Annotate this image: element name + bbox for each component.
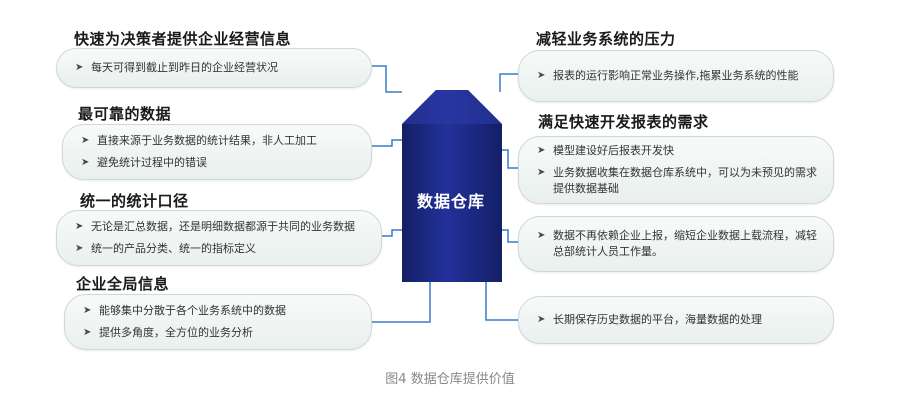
list-item: ➤ 无论是汇总数据，还是明细数据都源于共同的业务数据 (75, 220, 355, 233)
connector-right-1 (499, 73, 518, 92)
list-item: ➤ 每天可得到截止到昨日的企业经营状况 (75, 61, 278, 74)
chevron-right-icon: ➤ (75, 243, 84, 254)
connector-left-3 (372, 229, 402, 237)
connector-left-4 (372, 280, 431, 323)
chevron-right-icon: ➤ (537, 314, 546, 325)
chevron-right-icon: ➤ (83, 327, 92, 338)
list-item: ➤ 避免统计过程中的错误 (81, 156, 207, 169)
list-item: ➤ 业务数据收集在数据仓库系统中，可以为未预见的需求提供数据基础 (537, 166, 817, 195)
left-2-box: ➤ 直接来源于业务数据的统计结果，非人工加工 ➤ 避免统计过程中的错误 (62, 124, 372, 180)
list-item: ➤ 数据不再依赖企业上报，缩短企业数据上载流程，减轻总部统计人员工作量。 (537, 229, 817, 258)
right-1-title: 减轻业务系统的压力 (536, 30, 676, 48)
connector-left-2 (372, 139, 402, 147)
connector-left-1 (372, 65, 402, 93)
connector-right-3 (500, 229, 518, 243)
chevron-right-icon: ➤ (537, 230, 546, 241)
chevron-right-icon: ➤ (537, 70, 546, 81)
left-4-title: 企业全局信息 (76, 275, 170, 293)
left-3-box: ➤ 无论是汇总数据，还是明细数据都源于共同的业务数据 ➤ 统一的产品分类、统一的… (56, 210, 382, 266)
figure-caption: 图4 数据仓库提供价值 (385, 372, 515, 387)
chevron-right-icon: ➤ (537, 145, 546, 156)
list-item: ➤ 长期保存历史数据的平台，海量数据的处理 (537, 313, 762, 326)
chevron-right-icon: ➤ (83, 305, 92, 316)
chevron-right-icon: ➤ (75, 62, 84, 73)
left-1-box: ➤ 每天可得到截止到昨日的企业经营状况 (56, 48, 372, 88)
list-item: ➤ 统一的产品分类、统一的指标定义 (75, 242, 256, 255)
right-2-box: ➤ 模型建设好后报表开发快 ➤ 业务数据收集在数据仓库系统中，可以为未预见的需求… (518, 136, 834, 204)
list-item: ➤ 模型建设好后报表开发快 (537, 144, 674, 157)
right-1-box: ➤ 报表的运行影响正常业务操作,拖累业务系统的性能 (518, 50, 834, 102)
right-3-box: ➤ 数据不再依赖企业上报，缩短企业数据上载流程，减轻总部统计人员工作量。 (518, 216, 834, 272)
list-item: ➤ 能够集中分散于各个业务系统中的数据 (83, 304, 286, 317)
chevron-right-icon: ➤ (537, 167, 546, 178)
connector-right-4 (485, 280, 518, 321)
left-1-title: 快速为决策者提供企业经营信息 (74, 30, 292, 48)
left-2-title: 最可靠的数据 (78, 105, 172, 123)
data-warehouse-label: 数据仓库 (416, 192, 485, 211)
chevron-right-icon: ➤ (81, 157, 90, 168)
right-4-box: ➤ 长期保存历史数据的平台，海量数据的处理 (518, 296, 834, 344)
data-warehouse-cylinder (402, 90, 502, 282)
chevron-right-icon: ➤ (75, 221, 84, 232)
list-item: ➤ 报表的运行影响正常业务操作,拖累业务系统的性能 (537, 69, 799, 82)
left-4-box: ➤ 能够集中分散于各个业务系统中的数据 ➤ 提供多角度，全方位的业务分析 (64, 294, 372, 350)
chevron-right-icon: ➤ (81, 135, 90, 146)
left-3-title: 统一的统计口径 (80, 192, 189, 210)
list-item: ➤ 直接来源于业务数据的统计结果，非人工加工 (81, 134, 317, 147)
list-item: ➤ 提供多角度，全方位的业务分析 (83, 326, 253, 339)
connector-right-2 (500, 149, 518, 169)
right-2-title: 满足快速开发报表的需求 (538, 113, 709, 131)
